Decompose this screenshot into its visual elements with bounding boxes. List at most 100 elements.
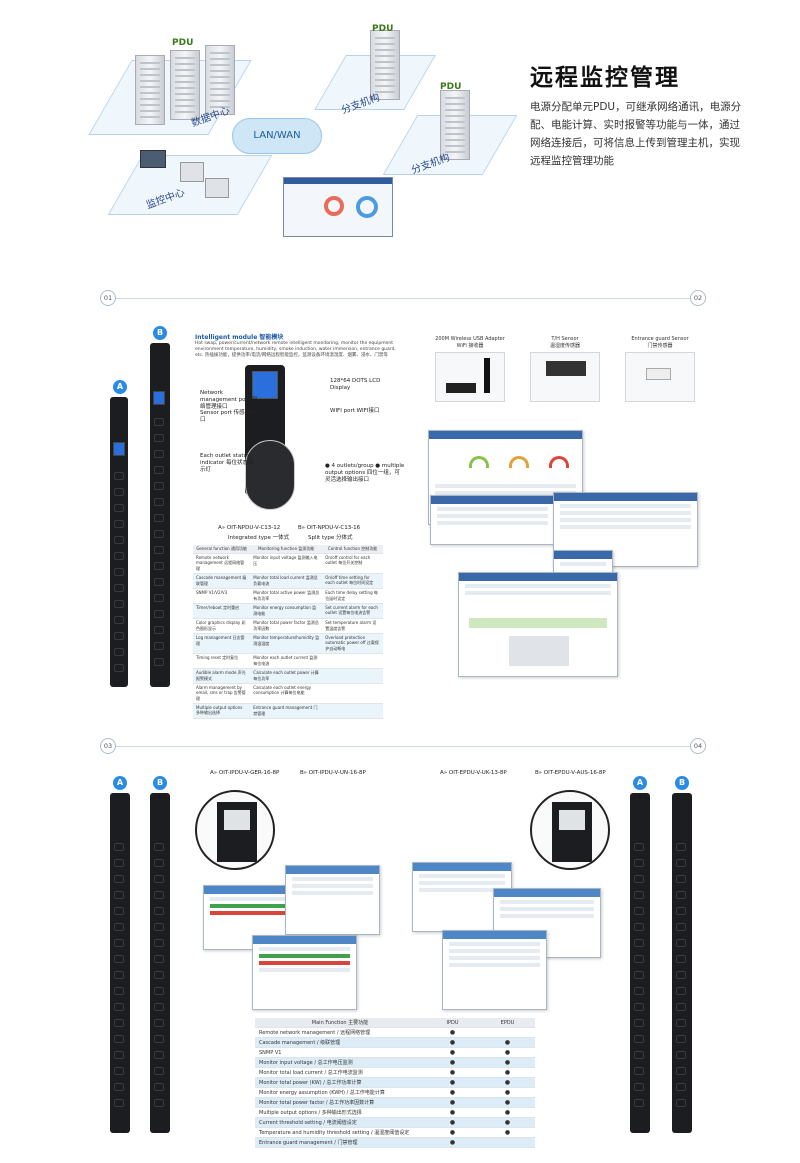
- outlet-icon: [676, 875, 686, 883]
- function-check: ●: [425, 1067, 480, 1078]
- outlet-icon: [114, 843, 124, 851]
- table-row: SNMP V1●●: [255, 1047, 535, 1058]
- function-check: ●: [480, 1057, 535, 1068]
- outlet-icon: [634, 955, 644, 963]
- outlet-icon: [114, 923, 124, 931]
- func-header: IPDU: [425, 1018, 480, 1028]
- accessory-card: Entrance guard Sensor 门禁传感器: [625, 336, 695, 402]
- outlet-icon: [676, 955, 686, 963]
- table-cell: Timing reset 定时复位: [193, 653, 251, 669]
- function-name: Temperature and humidity threshold setti…: [255, 1127, 425, 1138]
- outlet-icon: [154, 891, 164, 899]
- outlet-icon: [154, 642, 164, 650]
- outlet-icon: [676, 1003, 686, 1011]
- function-check: [480, 1027, 535, 1038]
- outlet-icon: [676, 891, 686, 899]
- outlet-icon: [676, 939, 686, 947]
- outlet-icon: [154, 859, 164, 867]
- table-cell: Multiple output options 多种输出选择: [193, 703, 251, 719]
- table-cell: On/off time setting for each outlet 每位时间…: [322, 573, 383, 589]
- outlet-icon: [154, 578, 164, 586]
- outlet-icon: [114, 891, 124, 899]
- outlet-icon: [154, 658, 164, 666]
- function-check: ●: [480, 1047, 535, 1058]
- outlet-icon: [154, 1051, 164, 1059]
- table-cell: Monitor energy consumption 监测电能: [250, 603, 323, 619]
- function-check: ●: [425, 1127, 480, 1138]
- spec-header: Monitoring function 监测功能: [250, 545, 323, 554]
- outlet-icon: [676, 1035, 686, 1043]
- function-check: ●: [425, 1047, 480, 1058]
- outlet-icon: [676, 1099, 686, 1107]
- table-row: Monitor energy assumption (KWH) / 总工作电能计…: [255, 1087, 535, 1098]
- table-cell: Monitor total power factor 监测总功率因数: [250, 618, 323, 634]
- outlet-icon: [634, 1035, 644, 1043]
- pdu-epdu-uk: [630, 793, 650, 1133]
- outlet-icon: [634, 1019, 644, 1027]
- function-name: Monitor total power factor / 总工作功率因数计算: [255, 1097, 425, 1108]
- table-row: Remote network management / 远程网络管理●: [255, 1027, 535, 1038]
- outlet-icon: [154, 843, 164, 851]
- web-ui-screenshot: [493, 888, 601, 958]
- table-cell: [322, 653, 383, 669]
- server-rack: [135, 55, 165, 125]
- epdu-module-closeup: [530, 790, 610, 870]
- outlet-icon: [114, 859, 124, 867]
- table-cell: On/off control for each outlet 每位开关控制: [322, 553, 383, 574]
- func-header: Main Function 主要功能: [255, 1018, 425, 1028]
- module-title: Intelligent module 智能模块: [195, 334, 284, 341]
- callout-outlet-status: Each outlet status indicator 每位状态指示灯: [200, 453, 254, 473]
- function-check: ●: [480, 1107, 535, 1118]
- outlet-icon: [114, 504, 124, 512]
- table-row: Entrance guard management / 门禁管理●: [255, 1137, 535, 1148]
- outlet-icon: [114, 875, 124, 883]
- accessory-card: T/H Sensor 温湿度传感器: [530, 336, 600, 402]
- function-name: Monitor total load current / 总工作电流监测: [255, 1067, 425, 1078]
- web-ui-screenshot: [458, 572, 618, 677]
- outlet-icon: [154, 466, 164, 474]
- outlet-icon: [114, 520, 124, 528]
- table-cell: Color graphics display 彩色图形显示: [193, 618, 251, 634]
- function-name: Remote network management / 远程网络管理: [255, 1027, 425, 1038]
- outlet-icon: [114, 987, 124, 995]
- func-header: EPDU: [480, 1018, 535, 1028]
- remote-monitoring-section: PDU PDU PDU 数据中心 分支机构 分支机构 监控中心 LAN/WAN …: [0, 0, 800, 260]
- page-description: 电源分配单元PDU，可继承网络通讯，电源分配、电能计算、实时报警等功能与一体，通…: [530, 101, 742, 167]
- outlet-icon: [154, 1019, 164, 1027]
- outlet-icon: [114, 1019, 124, 1027]
- table-cell: Log management 日志管理: [193, 633, 251, 654]
- monitoring-software-screenshot: [283, 177, 393, 237]
- outlet-icon: [634, 891, 644, 899]
- outlet-icon: [154, 907, 164, 915]
- outlet-icon: [676, 843, 686, 851]
- outlet-icon: [154, 610, 164, 618]
- function-check: ●: [425, 1057, 480, 1068]
- outlet-icon: [634, 971, 644, 979]
- outlet-icon: [154, 514, 164, 522]
- table-cell: Calculate each outlet power 计算每位功率: [250, 668, 323, 684]
- outlet-icon: [154, 939, 164, 947]
- outlet-icon: [114, 616, 124, 624]
- pdu-epdu-aus: [672, 793, 692, 1133]
- outlet-icon: [634, 923, 644, 931]
- function-check: ●: [425, 1037, 480, 1048]
- callout-wifi: WIFI port WIFI接口: [330, 408, 380, 414]
- function-check: ●: [480, 1067, 535, 1078]
- outlet-icon: [634, 875, 644, 883]
- function-check: ●: [480, 1127, 535, 1138]
- outlet-icon: [154, 626, 164, 634]
- table-cell: [322, 668, 383, 684]
- server-rack: [170, 50, 200, 120]
- outlet-icon: [114, 1003, 124, 1011]
- model-label: B» OIT-EPDU-V-AUS-16-8P: [535, 770, 606, 776]
- outlet-icon: [114, 536, 124, 544]
- function-check: ●: [425, 1117, 480, 1128]
- outlet-icon: [154, 594, 164, 602]
- outlet-icon: [676, 1051, 686, 1059]
- outlet-icon: [154, 923, 164, 931]
- table-cell: Timer/reboot 定时重启: [193, 603, 251, 619]
- page-title: 远程监控管理: [530, 65, 680, 91]
- outlet-icon: [114, 472, 124, 480]
